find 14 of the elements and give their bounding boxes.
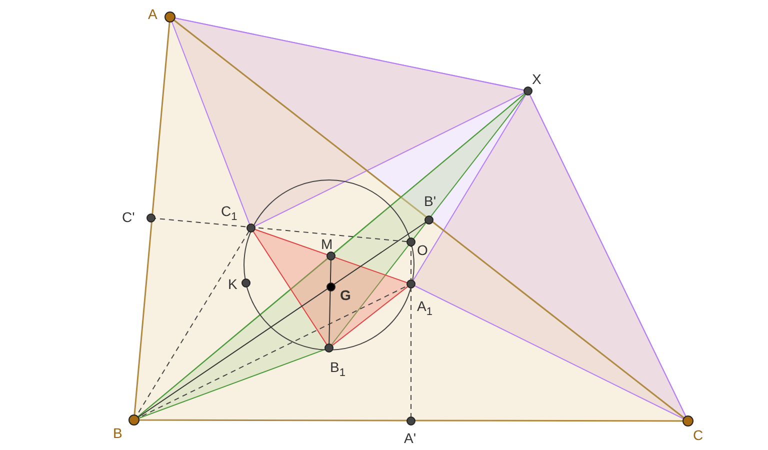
point-label: O: [417, 242, 428, 258]
point-label: A: [148, 6, 158, 22]
point-label: A$_{1}$: [417, 298, 432, 320]
point-label: C': [122, 209, 135, 225]
point-label: B': [424, 193, 436, 209]
point-label: B$_{1}$: [330, 359, 346, 381]
point-label: M: [321, 236, 333, 252]
point-label: C: [693, 427, 704, 443]
point-label: C$_{1}$: [221, 203, 238, 225]
point-label: K: [228, 276, 238, 292]
point-label: A': [404, 430, 416, 446]
point-label: G: [340, 287, 351, 303]
point-label: X: [532, 71, 542, 87]
point-label: B: [113, 425, 122, 441]
